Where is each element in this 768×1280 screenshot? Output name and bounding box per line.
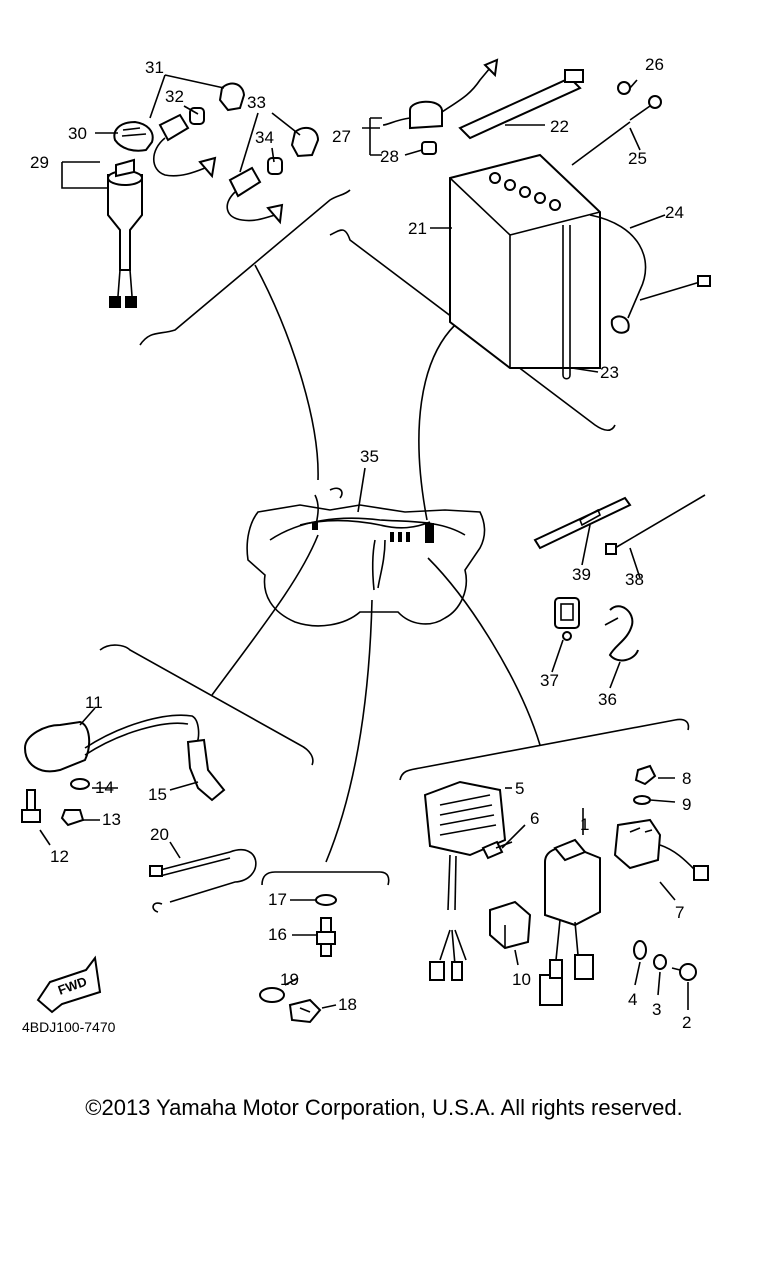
part-number-label: 20 xyxy=(150,825,169,844)
indicator-socket-right xyxy=(226,126,320,225)
part-number-label: 17 xyxy=(268,890,287,909)
ignition-coil xyxy=(23,714,200,773)
part-number-label: 27 xyxy=(332,127,351,146)
part-number-label: 3 xyxy=(652,1000,661,1019)
part-number-label: 6 xyxy=(530,809,539,828)
part-number-label: 4 xyxy=(628,990,637,1009)
part-number-label: 30 xyxy=(68,124,87,143)
cable-band xyxy=(533,496,632,550)
part-number-label: 28 xyxy=(380,147,399,166)
rectifier-regulator xyxy=(423,780,507,981)
cable-tie xyxy=(605,494,706,555)
part-number-label: 21 xyxy=(408,219,427,238)
part-number-label: 32 xyxy=(165,87,184,106)
coil-nut-13 xyxy=(60,809,85,827)
relay-assembly xyxy=(382,58,499,155)
part-labels: 1 2 3 4 5 6 7 8 9 10 11 12 13 14 15 16 1… xyxy=(30,55,691,1032)
part-number-label: 23 xyxy=(600,363,619,382)
lower-middle-section-bracket xyxy=(261,871,390,886)
battery xyxy=(449,153,601,369)
part-number-label: 10 xyxy=(512,970,531,989)
washer-4 xyxy=(633,940,647,960)
battery-band xyxy=(458,69,584,140)
clamp-36 xyxy=(604,605,639,662)
part-number-label: 13 xyxy=(102,810,121,829)
part-number-label: 11 xyxy=(85,693,103,712)
fwd-arrow-icon: FWD xyxy=(36,955,102,1014)
part-number-label: 5 xyxy=(515,779,524,798)
bolt-18 xyxy=(288,998,322,1024)
coil-washer-14 xyxy=(70,778,90,790)
spark-plug-cap xyxy=(186,738,226,802)
gasket-19 xyxy=(259,987,285,1003)
flasher-relay-7 xyxy=(613,818,709,881)
part-number-label: 16 xyxy=(268,925,287,944)
washer-9 xyxy=(633,795,651,805)
part-number-label: 34 xyxy=(255,128,274,147)
part-number-label: 19 xyxy=(280,970,299,989)
starter-relay-10 xyxy=(489,900,532,950)
lower-right-section-bracket xyxy=(399,718,690,781)
part-number-label: 36 xyxy=(598,690,617,709)
part-number-label: 8 xyxy=(682,769,691,788)
copyright-notice: ©2013 Yamaha Motor Corporation, U.S.A. A… xyxy=(85,1095,683,1120)
part-number-label: 14 xyxy=(95,778,114,797)
part-number-label: 33 xyxy=(247,93,266,112)
washer-3 xyxy=(653,954,667,970)
plug-washer-17 xyxy=(315,894,337,906)
label-leaders xyxy=(39,74,689,1010)
part-number-label: 39 xyxy=(572,565,591,584)
battery-cable xyxy=(589,214,711,334)
part-number-label: 26 xyxy=(645,55,664,74)
leader-upper-right xyxy=(418,324,456,521)
part-number-label: 18 xyxy=(338,995,357,1014)
coil-bolt-12 xyxy=(21,789,41,823)
leader-lower-right xyxy=(427,557,541,746)
switch-cap xyxy=(113,120,154,152)
main-switch xyxy=(107,158,143,308)
part-number-label: 38 xyxy=(625,570,644,589)
lead-wire xyxy=(149,849,257,913)
leader-lower-middle xyxy=(325,599,373,863)
bolt-2 xyxy=(671,963,697,981)
part-number-label: 9 xyxy=(682,795,691,814)
part-number-label: 1 xyxy=(580,815,589,834)
part-number-label: 31 xyxy=(145,58,164,77)
clamp-37 xyxy=(554,597,580,641)
part-number-label: 24 xyxy=(665,203,684,222)
part-number-label: 37 xyxy=(540,671,559,690)
atv-outline xyxy=(246,504,486,627)
part-number-label: 22 xyxy=(550,117,569,136)
part-number-label: 35 xyxy=(360,447,379,466)
reference-code: 4BDJ100-7470 xyxy=(22,1019,116,1035)
part-number-label: 25 xyxy=(628,149,647,168)
part-number-label: 2 xyxy=(682,1013,691,1032)
cdi-unit xyxy=(539,838,601,1006)
part-number-label: 7 xyxy=(675,903,684,922)
spark-plug xyxy=(316,917,336,957)
part-number-label: 15 xyxy=(148,785,167,804)
leader-middle-left xyxy=(211,534,319,696)
middle-left-section-bracket xyxy=(99,644,314,766)
part-number-label: 12 xyxy=(50,847,69,866)
upper-left-section-bracket xyxy=(139,189,351,346)
terminal-bolt xyxy=(571,81,662,166)
wire-harness xyxy=(299,487,434,591)
leader-upper-left xyxy=(254,264,319,481)
nut-8 xyxy=(634,764,657,786)
part-number-label: 29 xyxy=(30,153,49,172)
battery-breather-pipe xyxy=(562,225,571,380)
